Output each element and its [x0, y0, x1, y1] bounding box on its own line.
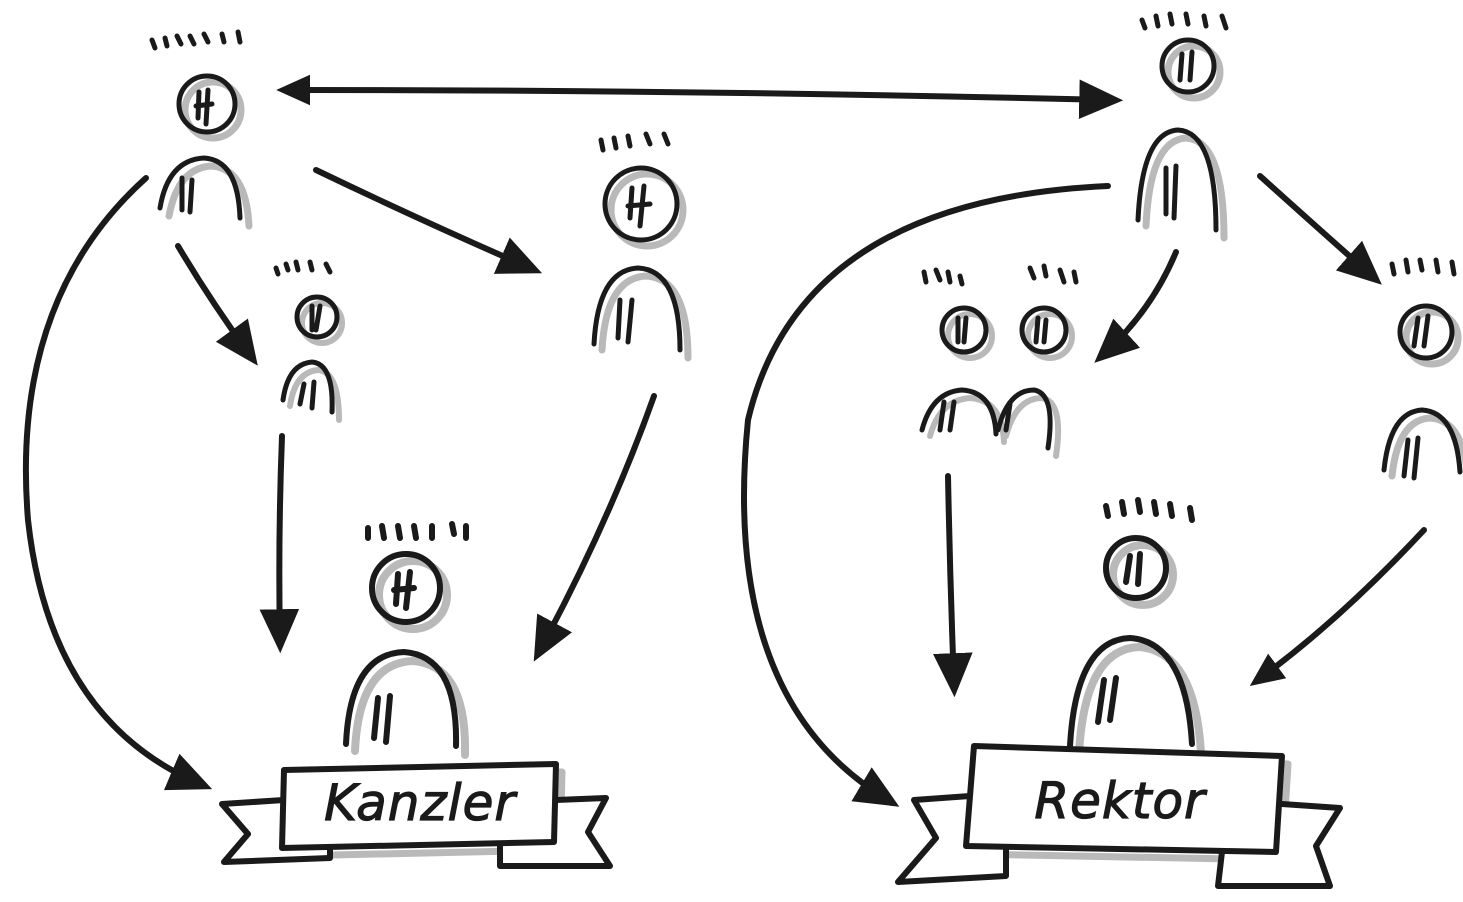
arrow-top-right-to-far-right [1257, 173, 1382, 285]
arrow-upper-middle-to-kanzler [533, 393, 657, 662]
person-top-left [149, 29, 253, 230]
person-rektor [1067, 497, 1205, 757]
arrow-middle-left-to-kanzler [259, 433, 300, 654]
person-upper-middle [591, 131, 692, 362]
banner-rektor: Rektor [895, 743, 1343, 889]
person-middle-left [273, 259, 345, 423]
arrow-top-left-to-kanzler [22, 175, 213, 791]
arrow-top-right-to-pair [1094, 249, 1179, 363]
arrow-pair-to-rektor [933, 473, 973, 698]
arrow-top-left-to-middle-left [175, 243, 258, 366]
banner-kanzler-label: Kanzler [324, 774, 518, 832]
arrow-top-right-to-rektor [741, 183, 1111, 807]
arrow-top-left-to-upper-middle [313, 167, 543, 274]
banner-kanzler: Kanzler [219, 761, 613, 869]
person-pair-middle-right [919, 263, 1079, 459]
person-kanzler [343, 521, 470, 759]
arrow-top-left-to-top-right [276, 74, 1124, 120]
person-top-right [1135, 11, 1229, 242]
arrow-far-right-to-rektor [1249, 527, 1427, 687]
banner-rektor-label: Rektor [1034, 772, 1208, 830]
arrows [22, 74, 1427, 807]
person-far-right [1381, 257, 1463, 481]
